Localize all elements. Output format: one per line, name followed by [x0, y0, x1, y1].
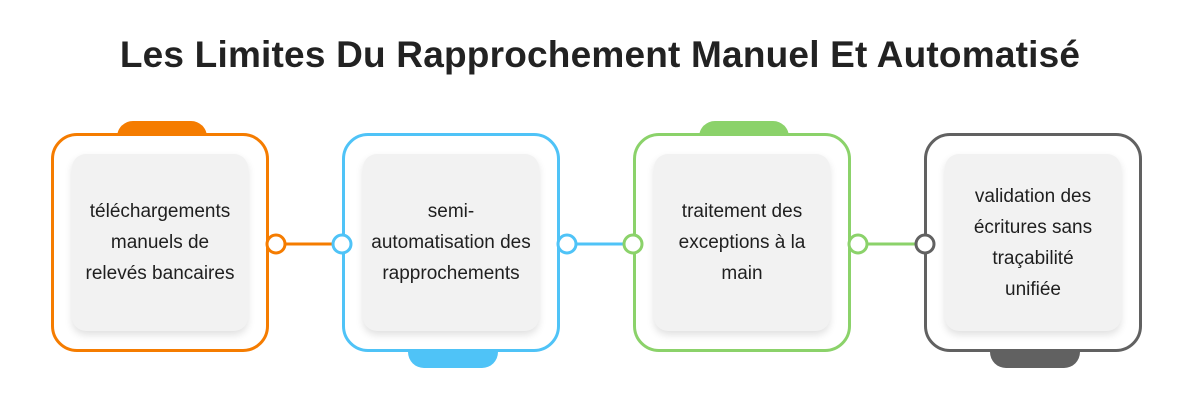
connector-3-start-dot [847, 233, 869, 255]
connector-1-start-dot [265, 233, 287, 255]
connector-1-end-dot [331, 233, 353, 255]
page-title: Les Limites Du Rapprochement Manuel Et A… [119, 34, 1081, 75]
step-3-inner: traitement des exceptions à la main [654, 154, 830, 331]
step-3-label: traitement des exceptions à la main [678, 201, 806, 284]
step-2-inner: semi-automatisation des rapprochements [363, 154, 539, 331]
step-2-label: semi-automatisation des rapprochements [371, 201, 531, 284]
step-1-inner: téléchargements manuels de relevés banca… [72, 154, 248, 331]
step-4-card: validation des écritures sans traçabilit… [924, 133, 1142, 352]
step-4-inner: validation des écritures sans traçabilit… [945, 154, 1121, 331]
step-3-card: traitement des exceptions à la main [633, 133, 851, 352]
connector-3-end-dot [914, 233, 936, 255]
step-2-card: semi-automatisation des rapprochements [342, 133, 560, 352]
connector-2-end-dot [622, 233, 644, 255]
step-4-label: validation des écritures sans traçabilit… [973, 185, 1093, 300]
connector-2-start-dot [556, 233, 578, 255]
step-1-card: téléchargements manuels de relevés banca… [51, 133, 269, 352]
step-1-label: téléchargements manuels de relevés banca… [85, 201, 235, 284]
